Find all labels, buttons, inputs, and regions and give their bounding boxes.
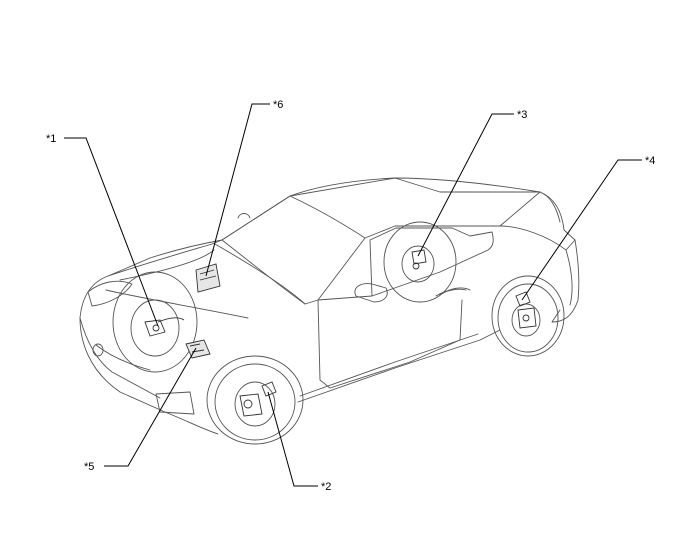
components (144, 249, 537, 417)
callout-label-6: *6 (273, 99, 283, 111)
front-right-rotor (234, 381, 276, 427)
leader-1 (64, 137, 159, 327)
rear-right-tire (497, 283, 559, 353)
control-module (195, 263, 221, 293)
leader-5 (104, 347, 197, 467)
leader-2 (267, 391, 318, 487)
front-right-tire (214, 363, 296, 441)
callout-label-1: *1 (46, 133, 56, 145)
brake-actuator-assembly (185, 339, 211, 359)
fog-light (92, 343, 104, 357)
side-mirror (354, 283, 388, 303)
front-left-wheel-arch (112, 271, 198, 373)
callout-label-3: *3 (517, 109, 527, 121)
front-right-wheel-arch (206, 355, 304, 445)
callout-label-5: *5 (84, 461, 94, 473)
leader-6 (205, 103, 270, 277)
door-handle (435, 288, 467, 297)
leader-3 (417, 113, 514, 257)
rear-right-speed-sensor (515, 291, 537, 329)
car-body (79, 177, 580, 445)
callout-label-4: *4 (645, 155, 655, 167)
front-left-rotor (130, 299, 180, 357)
rear-left-speed-sensor (411, 249, 427, 270)
side-sill (297, 329, 501, 403)
wiper-cowl (237, 213, 251, 219)
side-window (369, 227, 494, 297)
door-outline (317, 295, 463, 389)
windshield (221, 195, 366, 305)
leader-4 (521, 159, 642, 301)
rear-quarter (499, 225, 576, 306)
front-left-speed-sensor (144, 317, 185, 337)
front-bumper (79, 317, 195, 415)
rear-left-rotor (401, 245, 435, 283)
leader-lines (64, 103, 642, 487)
front-right-speed-sensor (239, 381, 277, 417)
rear-left-wheel-arch (383, 221, 457, 303)
hood-crease (119, 249, 215, 281)
side-sill-lower (299, 333, 479, 397)
callout-label-2: *2 (321, 481, 331, 493)
roof-line (289, 177, 541, 239)
rear-spoiler (539, 191, 561, 223)
callout-labels: *1 *2 *3 *4 *5 *6 (46, 99, 655, 493)
rear-right-wheel-arch (491, 275, 565, 357)
headlight (87, 280, 133, 307)
car-silhouette (79, 177, 580, 435)
